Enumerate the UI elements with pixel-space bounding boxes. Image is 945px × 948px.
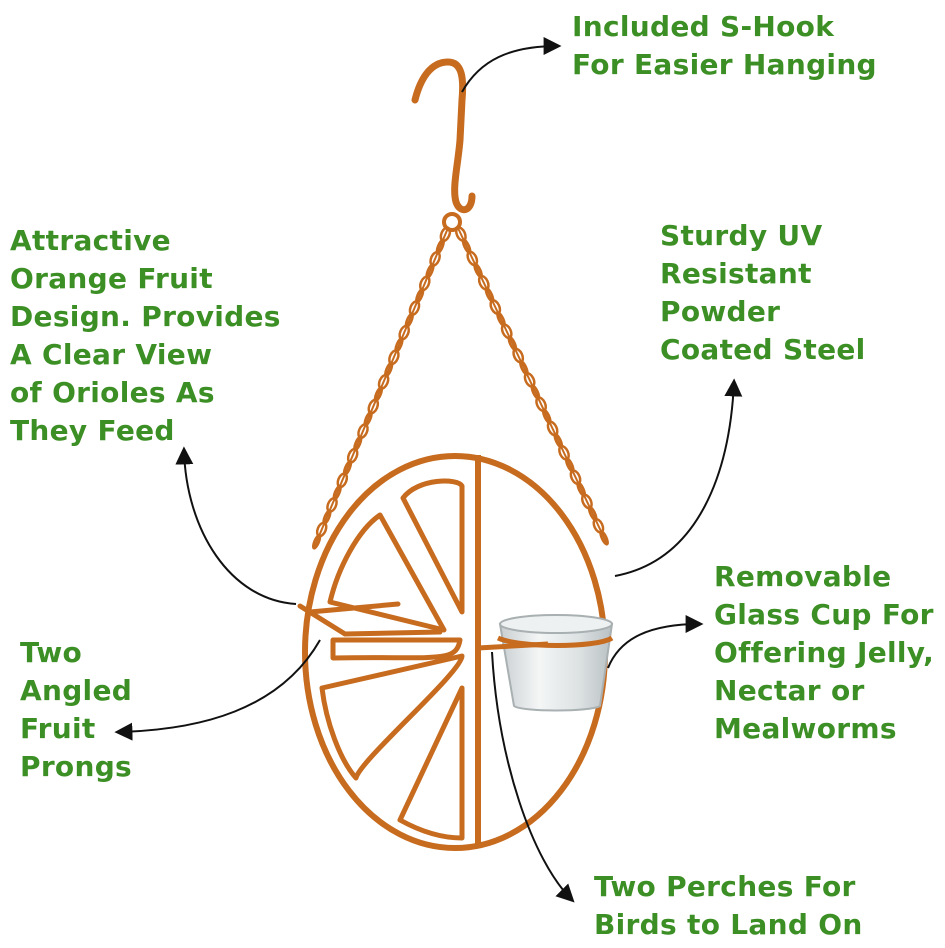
callout-arrows [114, 37, 743, 903]
arrow-s-hook [461, 37, 562, 93]
arrow-prongs [114, 639, 321, 741]
callout-s-hook: Included S-Hook For Easier Hanging [572, 8, 877, 84]
hook-ring [442, 212, 462, 232]
glass-cup [498, 614, 614, 712]
callout-line: Mealworms [714, 712, 897, 745]
callout-glass-cup: Removable Glass Cup For Offering Jelly, … [714, 558, 934, 748]
callout-line: Powder [660, 295, 781, 328]
callout-line: Nectar or [714, 674, 865, 707]
fruit-prongs [297, 601, 443, 637]
callout-perches: Two Perches For Birds to Land On [594, 868, 863, 944]
arrow-glass-cup [607, 615, 704, 669]
callout-fruit-design: Attractive Orange Fruit Design. Provides… [10, 222, 281, 450]
callout-line: Sturdy UV [660, 219, 823, 252]
cup-holder [477, 635, 614, 651]
arrow-steel [614, 378, 743, 577]
callout-line: Offering Jelly, [714, 636, 935, 669]
fruit-wedges [319, 478, 465, 841]
chain-link [311, 534, 322, 550]
callout-line: Glass Cup For [714, 598, 934, 631]
callout-line: Removable [714, 560, 892, 593]
arrow-perches [491, 651, 575, 903]
s-hook [411, 58, 476, 214]
wedge-middle [330, 637, 463, 661]
callout-line: Included S-Hook [572, 10, 835, 43]
callout-line: Design. Provides [10, 300, 281, 333]
callout-line: of Orioles As [10, 376, 215, 409]
prong-lower [297, 603, 348, 637]
perch-rod [342, 629, 443, 637]
arrow-fruit-design [175, 446, 297, 605]
wedge-bottom-left [319, 653, 465, 781]
callout-line: Coated Steel [660, 333, 866, 366]
callout-line: Two Perches For [594, 870, 856, 903]
wedge-top-right [400, 478, 465, 615]
prong-upper [307, 601, 401, 615]
callout-line: Fruit [20, 712, 96, 745]
chain-link [599, 530, 609, 546]
callout-line: Angled [20, 674, 133, 707]
callout-line: They Feed [10, 414, 175, 447]
callout-line: Resistant [660, 257, 812, 290]
callout-line: For Easier Hanging [572, 48, 877, 81]
callout-line: Orange Fruit [10, 262, 213, 295]
callout-prongs: Two Angled Fruit Prongs [20, 634, 132, 786]
hanging-chain [311, 226, 609, 550]
wedge-top-left [327, 512, 447, 633]
callout-line: A Clear View [10, 338, 213, 371]
callout-steel: Sturdy UV Resistant Powder Coated Steel [660, 217, 866, 369]
wedge-bottom-right [397, 685, 465, 841]
callout-line: Attractive [10, 224, 171, 257]
callout-line: Birds to Land On [594, 908, 863, 941]
callout-line: Prongs [20, 750, 133, 783]
callout-line: Two [20, 636, 83, 669]
